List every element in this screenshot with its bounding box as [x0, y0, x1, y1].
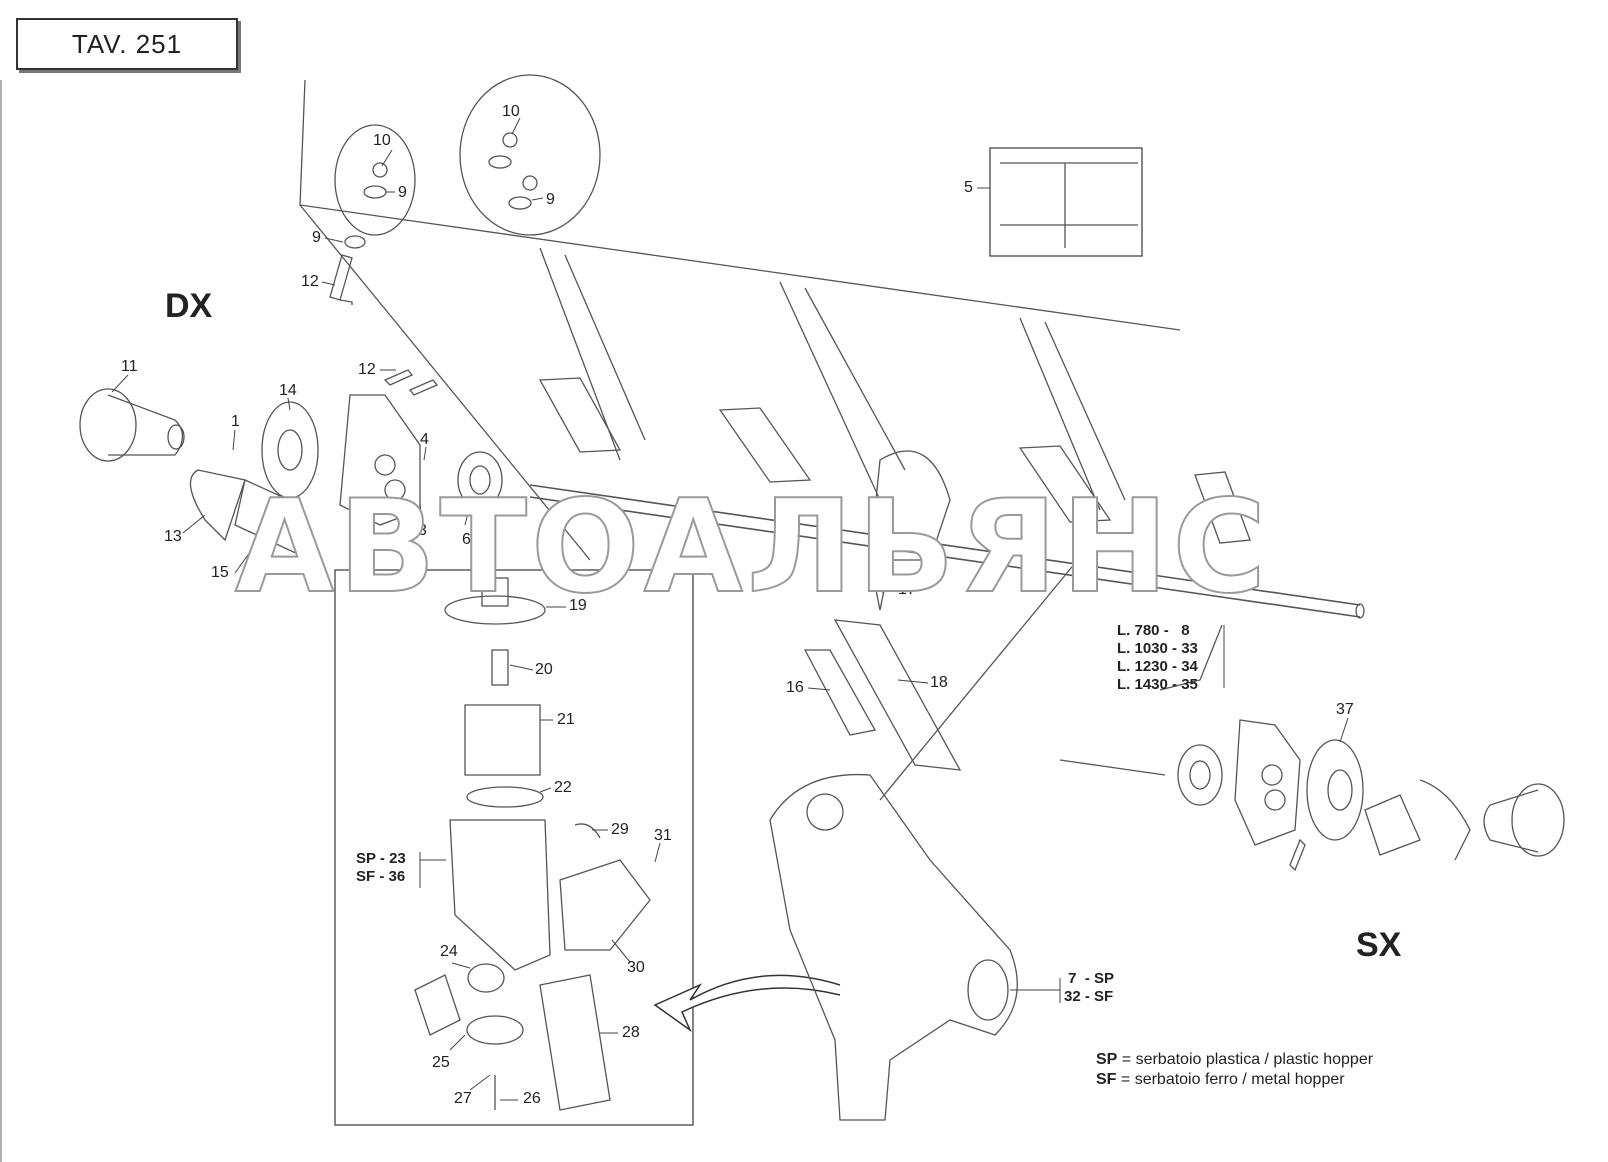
metering-housing [769, 773, 1018, 1121]
agitator-plate [833, 619, 962, 771]
callout-29: 29 [611, 821, 629, 838]
side-label-dx: DX [165, 287, 213, 325]
callout-9: 9 [546, 191, 555, 208]
callout-16: 16 [786, 679, 804, 696]
knob-right [79, 388, 137, 462]
shaft-length-2: L. 1030 - 33 [1117, 640, 1198, 657]
detail-circle-left [334, 124, 416, 236]
callout-3: 3 [418, 522, 427, 539]
callout-22: 22 [554, 779, 572, 796]
callout-9: 9 [312, 229, 321, 246]
callout-4: 4 [420, 431, 429, 448]
watermark: АВТОАЛЬЯНС [234, 473, 1271, 622]
callout-21: 21 [557, 711, 575, 728]
callout-14: 14 [279, 382, 297, 399]
callout-27: 27 [454, 1090, 472, 1107]
metering-unit-inset [334, 569, 694, 1126]
ratchet-wheel-right [261, 401, 319, 499]
callout-30: 30 [627, 959, 645, 976]
callout-18: 18 [930, 674, 948, 691]
callout-24: 24 [440, 943, 458, 960]
callout-9: 9 [398, 184, 407, 201]
callout-10: 10 [502, 103, 520, 120]
shaft [529, 484, 1361, 606]
pinion-left [1177, 744, 1223, 806]
side-label-sx: SX [1356, 926, 1402, 964]
callout-12: 12 [358, 361, 376, 378]
legend-row-sf: SF = serbatoio ferro / metal hopper [1096, 1071, 1345, 1088]
bracket-left [1364, 794, 1421, 856]
knob-left [1511, 783, 1565, 857]
detail-circle-right [459, 74, 601, 236]
callout-6: 6 [462, 531, 471, 548]
side-plate-right [339, 394, 421, 526]
callout-17: 17 [898, 581, 916, 598]
callout-11: 11 [121, 358, 138, 375]
callout-2: 2 [359, 542, 368, 559]
ratchet-wheel-left [1306, 739, 1364, 841]
callout-12: 12 [301, 273, 319, 290]
bracket-right [234, 479, 301, 557]
callout-26: 26 [523, 1090, 541, 1107]
callout-10: 10 [373, 132, 391, 149]
shaft-length-1: L. 780 - 8 [1117, 622, 1190, 639]
callout-13: 13 [164, 528, 182, 545]
agitator-brush [803, 649, 877, 736]
callout-20: 20 [535, 661, 553, 678]
pinion-right [457, 451, 503, 509]
shaft-length-4: L. 1430 - 35 [1117, 676, 1198, 693]
sheet-title: TAV. 251 [16, 18, 238, 70]
body-code-sp: 7 - SP [1064, 970, 1115, 987]
body-code-sf: 32 - SF [1064, 988, 1114, 1005]
callout-15: 15 [211, 564, 229, 581]
callout-37: 37 [1336, 701, 1354, 718]
hopper-code-sp: SP - 23 [356, 850, 406, 867]
callout-28: 28 [622, 1024, 640, 1041]
legend: SP = serbatoio plastica / plastic hopper… [1096, 1050, 1373, 1090]
callout-5: 5 [964, 179, 973, 196]
legend-row-sp: SP = serbatoio plastica / plastic hopper [1096, 1051, 1374, 1068]
label-plate [989, 147, 1143, 257]
callout-25: 25 [432, 1054, 450, 1071]
hopper-frame [299, 79, 1181, 331]
hopper-code-sf: SF - 36 [356, 868, 406, 885]
callout-19: 19 [569, 597, 587, 614]
callout-1: 1 [231, 413, 240, 430]
direction-arrow [653, 974, 841, 1033]
callout-31: 31 [654, 827, 672, 844]
shaft-length-3: L. 1230 - 34 [1117, 658, 1198, 675]
hopper-housing [449, 819, 551, 971]
side-plate-left [1234, 719, 1301, 846]
